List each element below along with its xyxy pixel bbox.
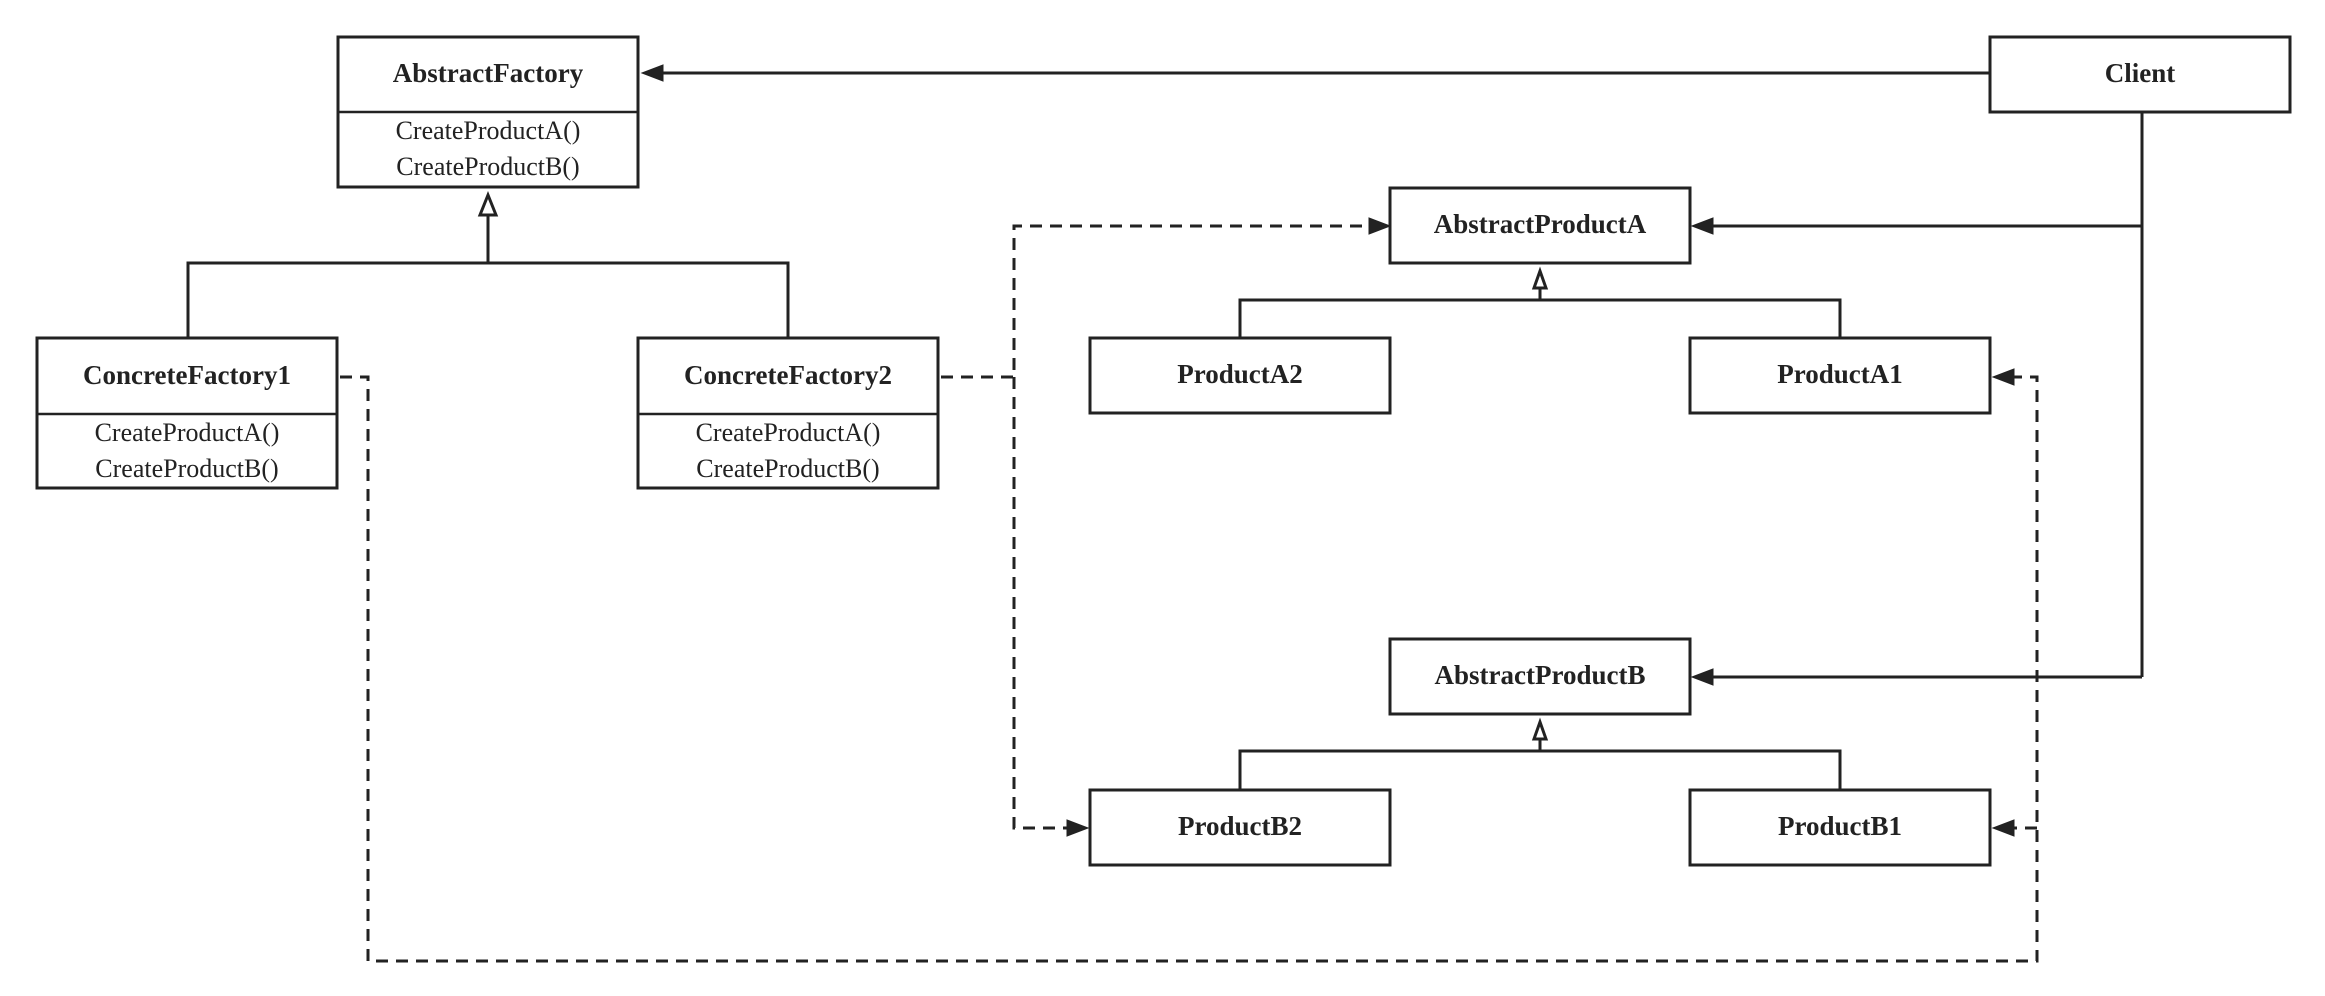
class-product-b1[interactable]: ProductB1 [1688,788,1992,867]
arrowhead-dep-product-a1 [1991,368,2015,386]
class-name: AbstractProductA [1434,209,1647,239]
class-box [1688,788,1992,867]
class-product-b2[interactable]: ProductB2 [1088,788,1392,867]
generalization-arrow-abstract-factory [477,190,499,217]
arrowhead-abstract-factory [640,64,664,82]
connectors [186,64,2144,963]
method-create-product-a: CreateProductA() [95,418,280,447]
class-box [1388,637,1692,716]
class-name: ConcreteFactory1 [83,360,291,390]
class-box [1088,788,1392,867]
class-abstract-product-a[interactable]: AbstractProductA [1388,186,1692,265]
class-abstract-product-b[interactable]: AbstractProductB [1388,637,1692,716]
class-name: AbstractProductB [1435,660,1646,690]
method-create-product-b: CreateProductB() [396,152,579,181]
edge-concrete-factory2-to-abstract-product-a [941,224,1370,379]
edge-product-a-to-abstract-product-a [1238,298,1842,338]
arrowhead-dep-abstract-product-a [1368,217,1392,235]
class-concrete-factory-1[interactable]: ConcreteFactory1 CreateProductA() Create… [35,336,339,490]
method-create-product-b: CreateProductB() [95,454,278,483]
class-name: ConcreteFactory2 [684,360,892,390]
generalization-arrow-abstract-product-a [1531,266,1549,290]
arrowhead-dep-product-b1 [1991,819,2015,837]
method-create-product-b: CreateProductB() [696,454,879,483]
class-box [1088,336,1392,415]
class-client[interactable]: Client [1988,35,2292,114]
method-create-product-a: CreateProductA() [696,418,881,447]
class-concrete-factory-2[interactable]: ConcreteFactory2 CreateProductA() Create… [636,336,940,490]
class-name: ProductB1 [1778,811,1902,841]
generalization-arrow-abstract-product-b [1531,717,1549,741]
class-box [1388,186,1692,265]
class-abstract-factory[interactable]: AbstractFactory CreateProductA() CreateP… [336,35,640,189]
class-name: Client [2105,58,2176,88]
class-product-a2[interactable]: ProductA2 [1088,336,1392,415]
edge-concrete-factory2-to-product-b2 [1012,377,1068,830]
class-product-a1[interactable]: ProductA1 [1688,336,1992,415]
arrowhead-abstract-product-b [1690,668,1714,686]
arrowhead-abstract-product-a [1690,217,1714,235]
edge-concrete-factory1-to-products [340,375,2039,963]
method-create-product-a: CreateProductA() [396,116,581,145]
edge-product-b-to-abstract-product-b [1238,749,1842,790]
class-name: ProductB2 [1178,811,1302,841]
class-name: AbstractFactory [393,58,584,88]
edge-concrete-factories-to-abstract-factory [186,261,790,338]
arrowhead-dep-product-b2 [1066,819,1090,837]
class-box [1688,336,1992,415]
class-box [1988,35,2292,114]
class-name: ProductA2 [1177,359,1303,389]
class-name: ProductA1 [1777,359,1903,389]
